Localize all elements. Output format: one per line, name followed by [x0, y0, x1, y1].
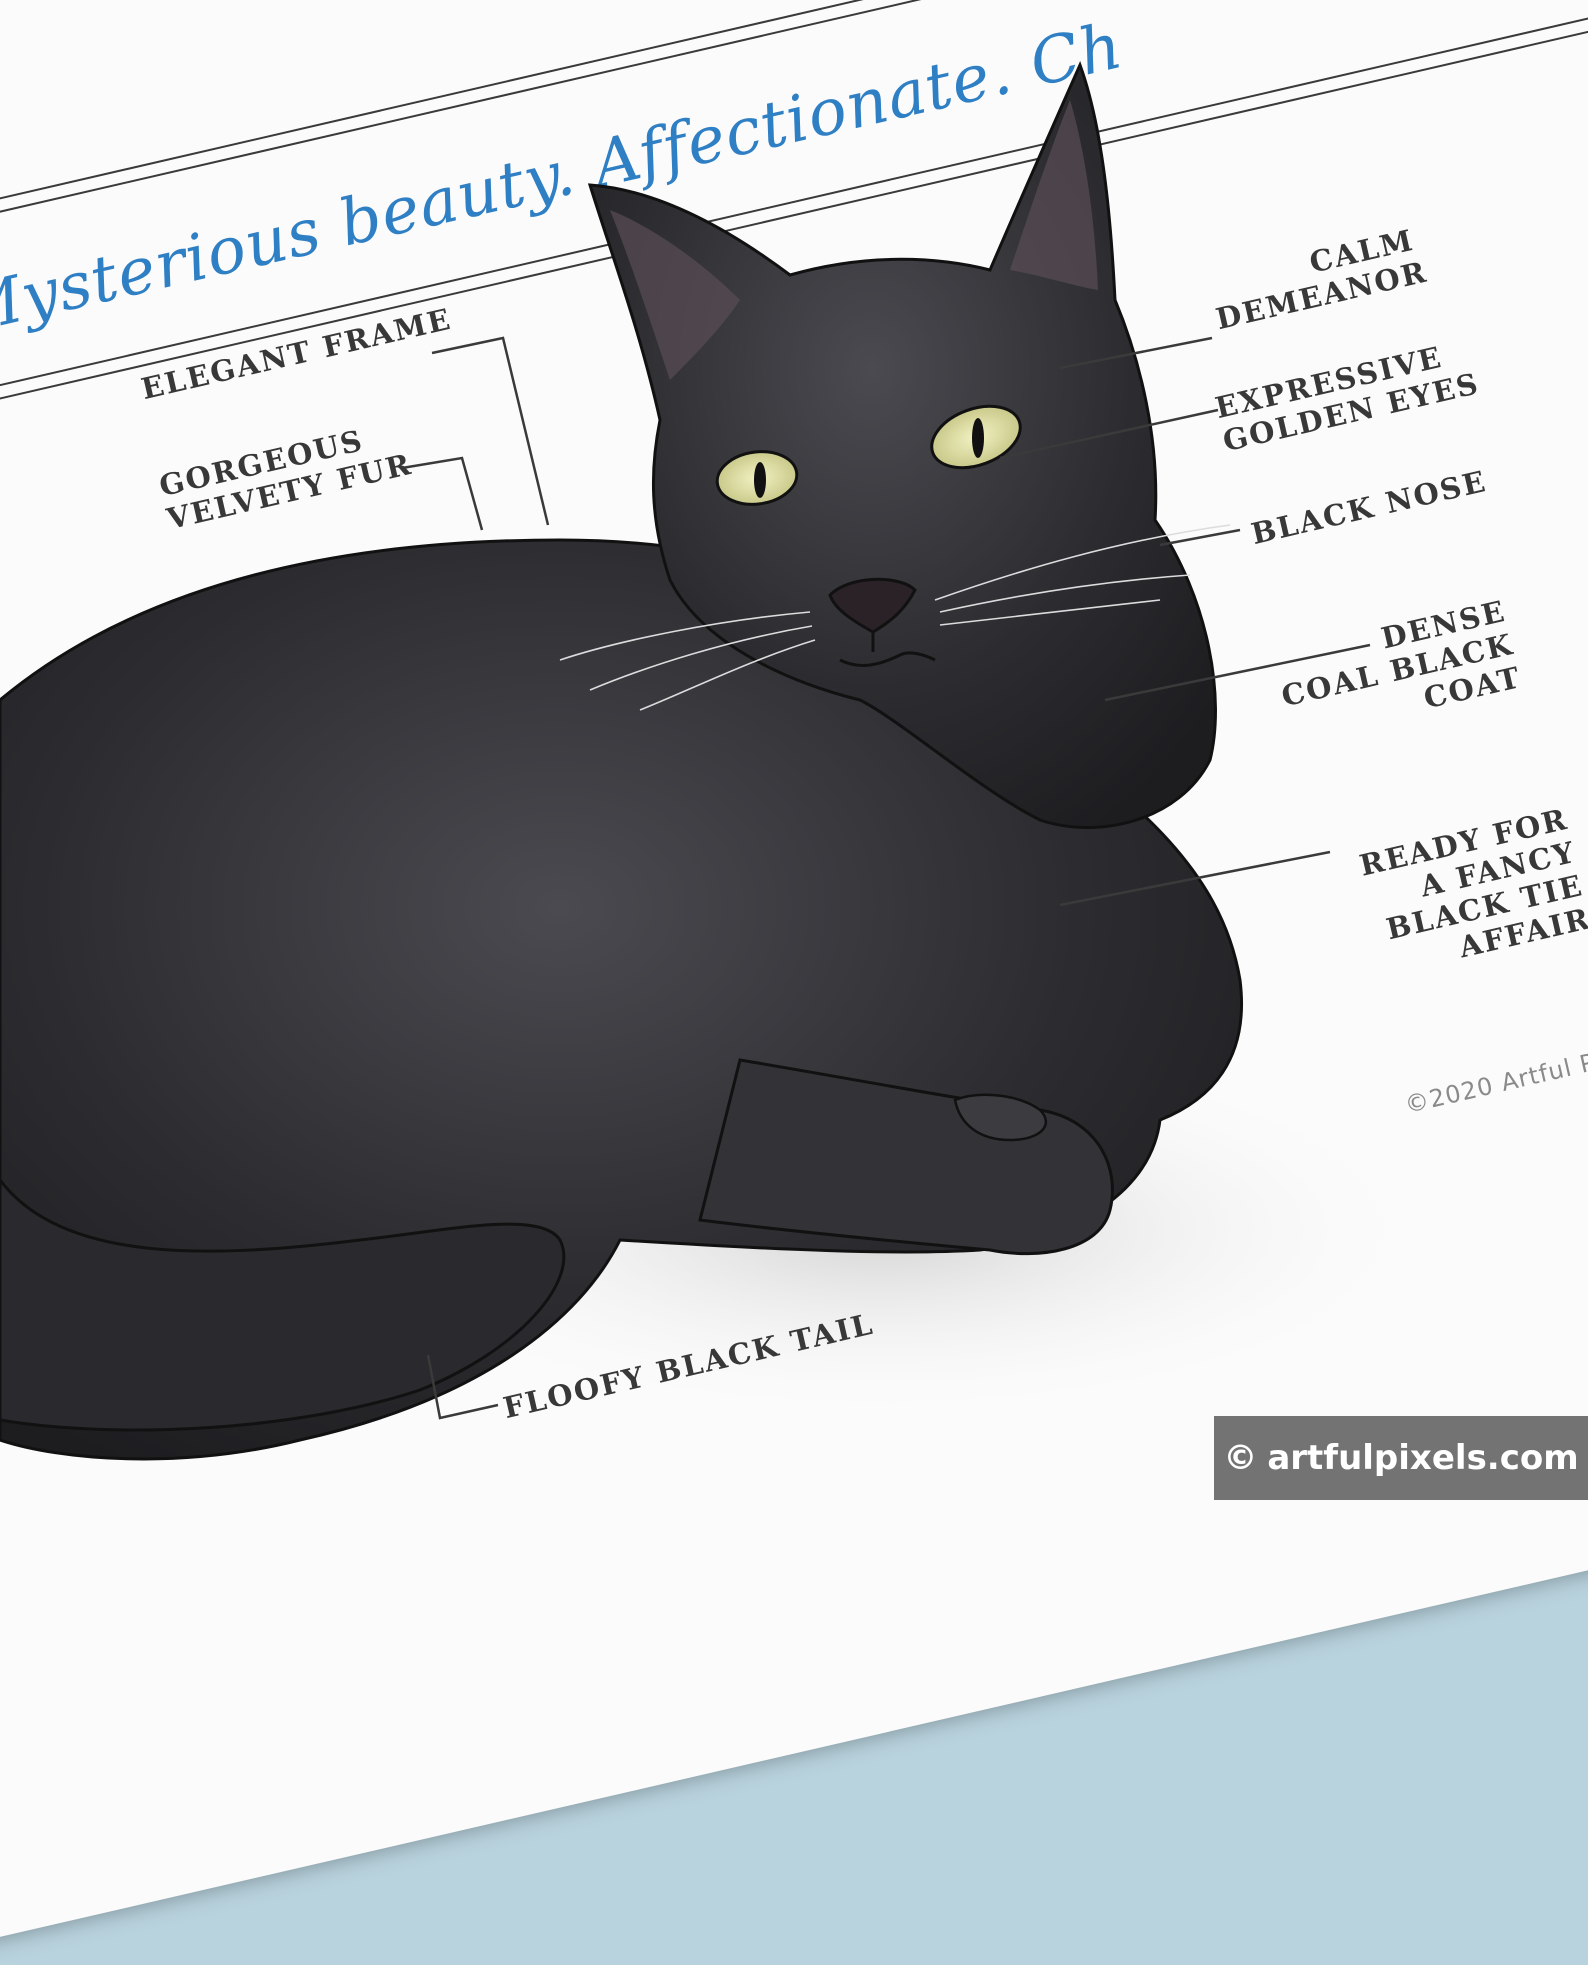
- copyright-icon: ©: [1223, 1438, 1258, 1478]
- cat-whiskers: [559, 524, 1231, 711]
- cat-illustration: [0, 60, 1440, 1461]
- cat-paw: [953, 1093, 1047, 1142]
- leader-elegant-frame: [431, 336, 550, 526]
- cat-eye-left: [715, 450, 799, 506]
- leader-calm: [1059, 336, 1213, 370]
- leader-tail: [426, 1354, 499, 1420]
- watermark-text: artfulpixels.com: [1267, 1438, 1579, 1478]
- leader-nose: [1159, 528, 1241, 547]
- cat-ear-right-inner: [1010, 100, 1098, 290]
- cat-eye-right: [930, 404, 1022, 470]
- leader-lines: [401, 336, 1371, 1420]
- cat-mouth: [839, 632, 936, 667]
- cat-ear-left-inner: [610, 210, 740, 380]
- leader-tie: [1059, 850, 1331, 907]
- cat-tail: [0, 1177, 566, 1432]
- cat-nose: [828, 577, 917, 634]
- leader-velvety-fur: [401, 456, 484, 531]
- leader-eyes: [999, 408, 1219, 460]
- watermark-badge: © artfulpixels.com: [1214, 1416, 1588, 1500]
- leader-coat: [1104, 643, 1371, 702]
